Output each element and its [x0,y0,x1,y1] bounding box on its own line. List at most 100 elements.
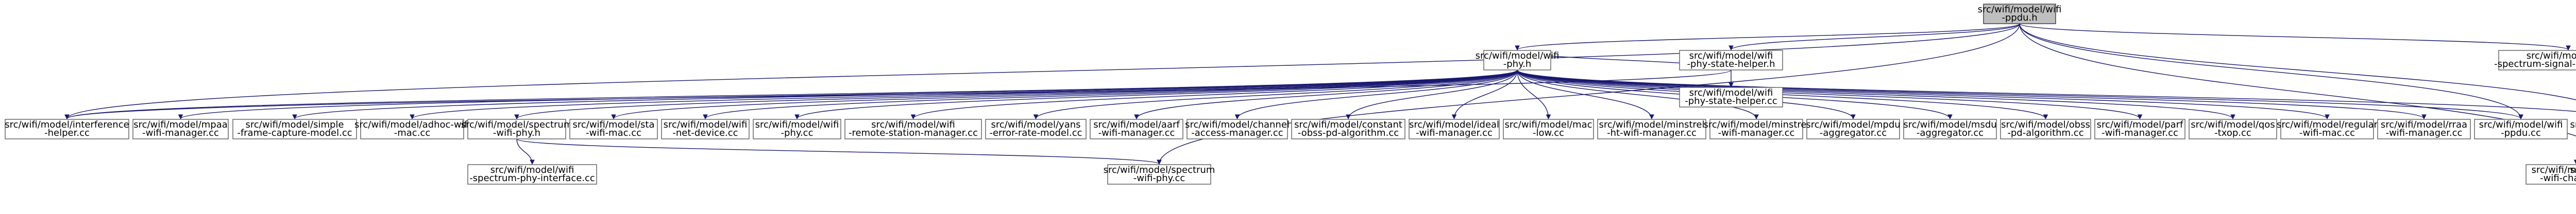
file-node[interactable]: src/wifi/model/msdu-aggregator.cc [1903,119,1997,139]
file-node[interactable]: src/wifi/model/qos-txop.cc [2189,119,2277,139]
file-node-label: src/wifi/model/wifi [1476,50,1560,61]
file-node-label: src/wifi/model/parf [2097,119,2183,130]
file-node-label: src/wifi/model/spectrum [461,119,573,130]
file-node[interactable]: src/wifi/model/spectrum-wifi-phy.cc [1104,164,1215,185]
file-node-label: src/wifi/model/wifi [2479,119,2563,130]
file-node-label: src/wifi/model/channel [1185,119,1290,130]
file-node-box [985,119,1087,139]
file-node[interactable]: src/wifi/model/mpaa-wifi-manager.cc [132,119,229,139]
file-node-label: src/wifi/model/wifi [1689,87,1773,98]
file-node[interactable]: src/wifi/model/wifi-spectrum-phy-interfa… [467,164,597,185]
file-node[interactable]: src/wifi/model/simple-frame-capture-mode… [232,119,357,139]
dependency-edge [1137,69,1518,119]
file-node[interactable]: src/wifi/model/channel-access-manager.cc [1185,119,1290,139]
file-node-label: -access-manager.cc [1191,128,1283,138]
file-node-box [661,119,750,139]
file-node-label: -phy-state-helper.cc [1685,96,1777,106]
file-node[interactable]: src/wifi/model/obss-pd-algorithm.cc [2000,119,2091,139]
file-node-label: -wifi-manager.cc [142,128,219,138]
file-node[interactable]: src/wifi/model/wifi-net-device.cc [661,119,750,139]
file-node[interactable]: src/wifi/model/wifi-ppdu.h [1978,4,2062,24]
dependency-edge [1517,69,2140,119]
node-layer: src/wifi/model/wifi-ppdu.h src/wifi/model… [5,4,2576,185]
file-node-label: src/wifi/model/minstrel [1599,119,1704,130]
file-node-label: -wifi-manager.cc [1718,128,1795,138]
file-node-label: -remote-station-manager.cc [849,128,978,138]
dependency-edge [1517,69,2327,119]
file-node-label: -aggregator.cc [1820,128,1887,138]
dependency-edge [1036,69,1518,119]
file-node-box [1983,4,2056,24]
dependency-edge [1517,69,1756,119]
file-node[interactable]: src/wifi/model/minstrel-wifi-manager.cc [1703,119,1809,139]
file-node[interactable]: src/wifi/model/regular-wifi-mac.cc [2277,119,2378,139]
file-node-label: src/wifi/model/wifi [664,119,748,130]
file-node[interactable]: src/wifi/model/spectrum-wifi-phy.h [461,119,573,139]
file-node-label: -phy.cc [781,128,814,138]
dependency-edge [1238,69,1518,119]
file-node[interactable]: src/wifi/model/sta-wifi-mac.cc [569,119,658,139]
file-node-label: src/wifi/model/adhoc-wifi [354,119,470,130]
file-node[interactable]: src/wifi/model/constant-obss-pd-algorith… [1291,119,1405,139]
dependency-edge [1731,23,2020,50]
dependency-edge [295,69,1518,119]
file-node[interactable]: src/wifi/model/mpdu-aggregator.cc [1806,119,1901,139]
file-node[interactable]: src/wifi/model/interference-helper.cc [5,119,129,139]
file-node-label: -wifi-mac.cc [586,128,641,138]
file-node[interactable]: src/wifi/model/wifi-ppdu.cc [2474,119,2568,139]
file-node-box [1107,164,1211,185]
file-node[interactable]: src/wifi/model/minstrel-ht-wifi-manager.… [1597,119,1706,139]
file-node[interactable]: src/wifi/model/yans-wifi-phy.h [2570,119,2576,139]
file-node-label: -phy-state-helper.h [1687,59,1775,69]
dependency-edge [1454,69,1518,119]
file-node[interactable]: src/wifi/model/wifi-phy-state-helper.h [1679,50,1783,70]
dependency-edge [797,69,1518,119]
file-node-label: -spectrum-signal-parameters.cc [2494,59,2576,69]
file-node-label: src/wifi/model/constant [1294,119,1402,130]
file-node-box [1679,50,1783,70]
file-node-box [1483,50,1551,70]
file-node-label: src/wifi/model/ideal [1409,119,1499,130]
dependency-edge [2019,23,2568,50]
file-node-box [467,119,566,139]
dependency-edge [412,69,1518,119]
file-node-box [1903,119,1997,139]
file-node[interactable]: src/wifi/model/aarf-wifi-manager.cc [1090,119,1183,139]
file-node-label: -net-device.cc [672,128,738,138]
file-node-label: src/wifi/model/yans [991,119,1080,130]
file-node-label: -phy.h [1503,59,1532,69]
file-node[interactable]: src/wifi/model/wifi-remote-station-manag… [844,119,982,139]
file-node-label: src/wifi/model/mpdu [1806,119,1900,130]
file-node-label: -wifi-phy.h [493,128,540,138]
file-node-label: -error-rate-model.cc [989,128,1082,138]
file-node-box [1806,119,1900,139]
file-node[interactable]: src/wifi/model/wifi-phy.cc [753,119,841,139]
file-node-box [132,119,229,139]
file-node[interactable]: src/wifi/model/wifi-phy.h [1476,50,1560,70]
file-node-label: -ht-wifi-manager.cc [1607,128,1697,138]
file-node-label: src/wifi/model/yans [2570,119,2576,130]
file-node-box [1503,119,1594,139]
file-node[interactable]: src/wifi/model/yans-wifi-phy.cc [2570,165,2576,184]
dependency-edge [705,69,1518,119]
file-node-box [232,119,357,139]
file-node-label: -pd-algorithm.cc [2007,128,2083,138]
dependency-edge [913,69,1518,119]
file-node-label: src/wifi/model/wifi [755,119,839,130]
file-node[interactable]: src/wifi/model/adhoc-wifi-mac.cc [354,119,470,139]
file-node-label: src/wifi/model/wifi [871,119,955,130]
file-node[interactable]: src/wifi/model/yans-wifi-channel.cc [2526,164,2576,185]
file-node[interactable]: src/wifi/model/wifi-phy-state-helper.cc [1679,87,1783,108]
file-node[interactable]: src/wifi/model/ideal-wifi-manager.cc [1409,119,1500,139]
dependency-edge [1517,69,2576,112]
file-node-label: src/wifi/model/wifi [1689,50,1773,61]
file-node-box [2474,119,2568,139]
file-node[interactable]: src/wifi/model/wifi-spectrum-signal-para… [2494,50,2576,70]
file-node-label: -spectrum-phy-interface.cc [469,173,595,184]
file-node[interactable]: src/wifi/model/parf-wifi-manager.cc [2094,119,2185,139]
file-node[interactable]: src/wifi/model/rraa-wifi-manager.cc [2377,119,2471,139]
file-node[interactable]: src/wifi/model/yans-error-rate-model.cc [985,119,1087,139]
dependency-edge [1517,69,2424,119]
file-node-box [2498,50,2576,70]
file-node[interactable]: src/wifi/model/mac-low.cc [1503,119,1594,139]
